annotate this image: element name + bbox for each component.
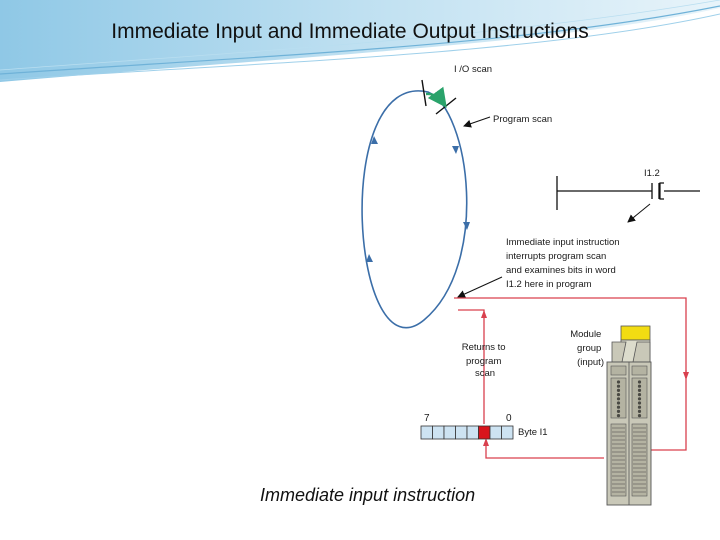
- module-text: Module group (input): [570, 329, 604, 368]
- io-scan-arrow: [425, 86, 447, 108]
- module-led-dot: [637, 388, 642, 392]
- returns-text-line: Returns to: [462, 342, 506, 353]
- module-led-dot: [616, 409, 621, 413]
- interrupt-text-line: and examines bits in word: [506, 265, 616, 276]
- module-top-cap: [620, 325, 651, 341]
- module-text-line: group: [577, 343, 601, 354]
- program-scan-loop: [361, 90, 470, 329]
- immediate-bracket: [659, 182, 664, 200]
- returns-text-line: program: [466, 356, 501, 367]
- module-led-dots: [616, 380, 642, 418]
- returns-text: Returns to program scan: [462, 342, 508, 379]
- slide-caption: Immediate input instruction: [260, 485, 476, 505]
- byte-bit-cell: [466, 425, 479, 440]
- byte-label: Byte I1: [518, 427, 548, 438]
- program-scan-label: Program scan: [493, 114, 552, 125]
- byte-high-bit-label: 7: [424, 413, 430, 424]
- interrupt-text-line: Immediate input instruction: [506, 237, 620, 248]
- byte-bit-cell: [501, 425, 514, 440]
- ladder-rung: I1.2: [556, 168, 700, 210]
- contact-pointer: [627, 203, 651, 223]
- module-led-dot: [637, 409, 642, 413]
- loop-direction-arrow: [452, 146, 459, 154]
- program-scan-pointer: [463, 116, 491, 128]
- slide-title: Immediate Input and Immediate Output Ins…: [111, 20, 589, 43]
- module-led-dot: [616, 397, 621, 401]
- module-led-dot: [637, 401, 642, 405]
- byte-bit-cell: [443, 425, 456, 440]
- module-led-dot: [616, 384, 621, 388]
- module-terminal-ribs: [612, 427, 646, 493]
- interrupt-text: Immediate input instruction interrupts p…: [506, 237, 622, 290]
- module-led-dot: [616, 401, 621, 405]
- module-led-dot: [637, 405, 642, 409]
- module-led-dot: [616, 380, 621, 384]
- signal-arrow: [683, 372, 689, 380]
- loop-direction-arrow: [366, 254, 373, 262]
- interrupt-text-line: I1.2 here in program: [506, 279, 592, 290]
- plc-input-module: [606, 325, 652, 506]
- module-led-dot: [616, 405, 621, 409]
- io-scan-label: I /O scan: [454, 64, 492, 75]
- module-text-line: Module: [570, 329, 601, 340]
- module-led-dot: [637, 393, 642, 397]
- module-led-dot: [637, 414, 642, 418]
- byte-register: [420, 425, 514, 440]
- interrupt-pointer: [457, 276, 503, 298]
- module-text-line: (input): [577, 357, 604, 368]
- module-led-dot: [616, 388, 621, 392]
- module-led-dot: [637, 380, 642, 384]
- module-led-dot: [637, 397, 642, 401]
- interrupt-text-line: interrupts program scan: [506, 251, 606, 262]
- module-led-dot: [616, 393, 621, 397]
- signal-arrow: [483, 438, 489, 446]
- byte-bit-cell: [432, 425, 445, 440]
- contact-address-label: I1.2: [644, 168, 660, 179]
- byte-low-bit-label: 0: [506, 413, 512, 424]
- returns-text-line: scan: [475, 368, 495, 379]
- byte-bit-cell: [455, 425, 468, 440]
- io-scan-tick: [421, 79, 427, 107]
- loop-direction-arrow: [463, 222, 470, 230]
- byte-bit-cell: [478, 425, 491, 440]
- byte-bit-cell: [489, 425, 502, 440]
- module-led-dot: [616, 414, 621, 418]
- module-led-dot: [637, 384, 642, 388]
- loop-direction-arrow: [371, 136, 378, 144]
- signal-arrow: [481, 310, 487, 318]
- byte-bit-cell: [420, 425, 433, 440]
- slide-header-swoosh: [0, 0, 720, 82]
